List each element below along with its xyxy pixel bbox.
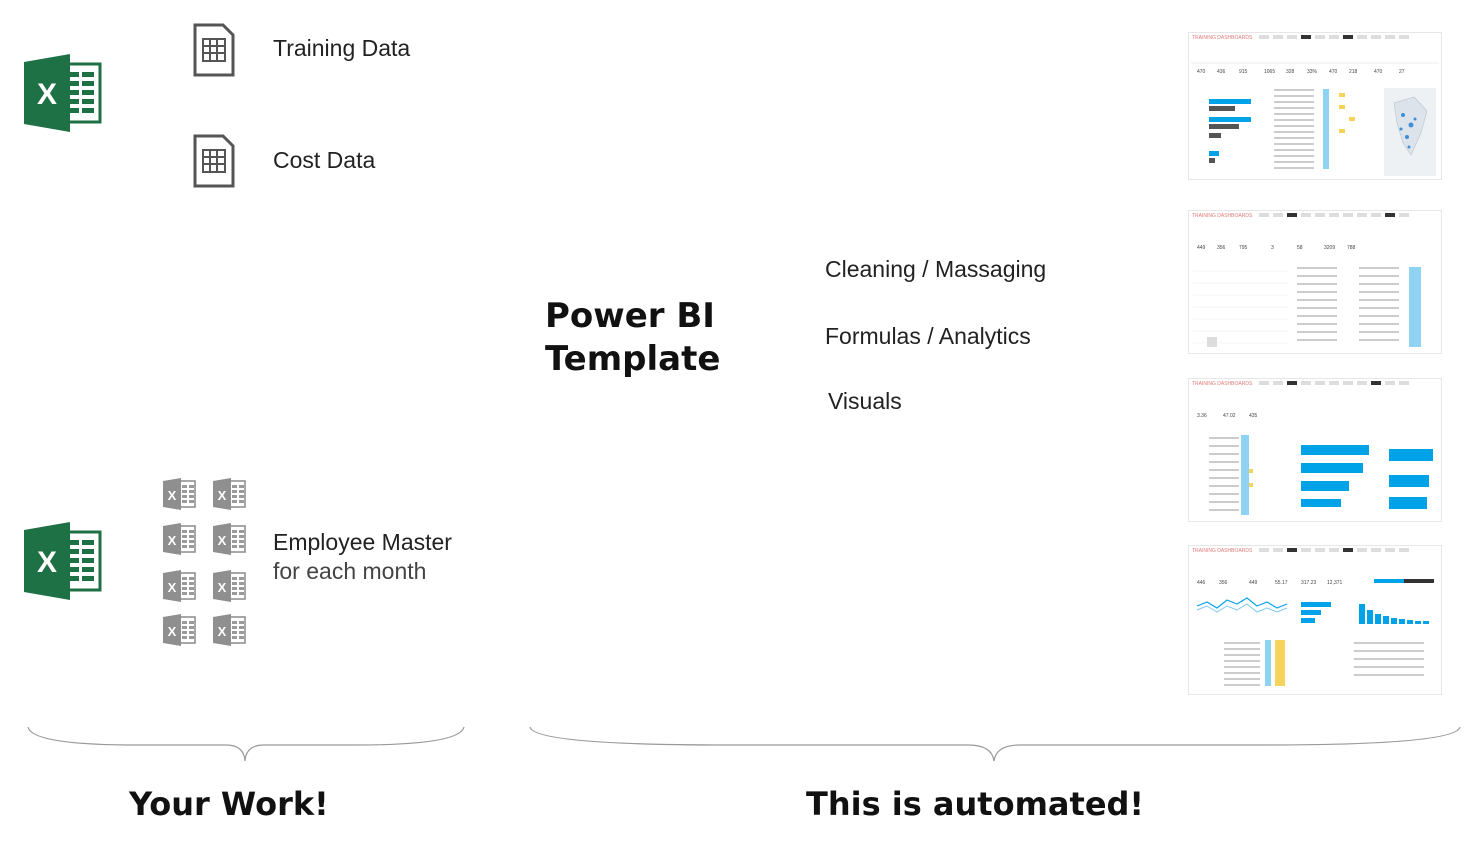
dashboard-title: TRAINING DASHBOARDS <box>1192 35 1253 41</box>
step-formulas: Formulas / Analytics <box>825 323 1031 349</box>
svg-text:328: 328 <box>1286 69 1295 75</box>
template-title-line2: Template <box>545 339 721 379</box>
svg-text:X: X <box>37 546 57 579</box>
step-visuals: Visuals <box>828 388 902 414</box>
spreadsheet-doc-icon <box>193 134 235 188</box>
svg-text:435: 435 <box>1249 413 1258 419</box>
employee-master-sublabel: for each month <box>273 558 427 584</box>
svg-text:X: X <box>37 78 57 111</box>
svg-text:33%: 33% <box>1307 69 1318 75</box>
dashboard-thumbnail-4: TRAINING DASHBOARDS 446 356 449 55.17 317.23… <box>1188 545 1442 695</box>
left-brace <box>27 726 465 762</box>
excel-icon: X <box>24 522 102 600</box>
dashboard-thumbnail-3: TRAINING DASHBOARDS 3.36 47.02 435 <box>1188 378 1442 522</box>
svg-text:27: 27 <box>1399 69 1405 75</box>
svg-text:218: 218 <box>1349 69 1358 75</box>
footer-your-work: Your Work! <box>129 785 329 823</box>
svg-text:356: 356 <box>1219 580 1228 586</box>
svg-text:55.17: 55.17 <box>1275 580 1288 586</box>
source-label-training: Training Data <box>273 35 411 61</box>
svg-text:788: 788 <box>1347 245 1356 251</box>
svg-text:470: 470 <box>1197 69 1206 75</box>
svg-text:317.23: 317.23 <box>1301 580 1317 586</box>
dashboard-title: TRAINING DASHBOARDS <box>1192 548 1253 554</box>
svg-text:795: 795 <box>1239 245 1248 251</box>
svg-text:356: 356 <box>1217 245 1226 251</box>
template-title-line1: Power BI <box>545 296 715 336</box>
svg-text:47.02: 47.02 <box>1223 413 1236 419</box>
employee-file-grid: X <box>162 477 249 648</box>
footer-automated: This is automated! <box>806 785 1145 823</box>
dashboard-title: TRAINING DASHBOARDS <box>1192 381 1253 387</box>
dashboard-thumbnail-1: TRAINING DASHBOARDS 470 436 915 1065 328 33% 4… <box>1188 32 1442 180</box>
svg-text:449: 449 <box>1197 245 1206 251</box>
svg-text:915: 915 <box>1239 69 1248 75</box>
svg-text:446: 446 <box>1197 580 1206 586</box>
svg-text:12,371: 12,371 <box>1327 580 1343 586</box>
svg-text:449: 449 <box>1249 580 1258 586</box>
excel-icon: X <box>24 54 102 132</box>
svg-text:436: 436 <box>1217 69 1226 75</box>
step-cleaning: Cleaning / Massaging <box>825 256 1047 282</box>
svg-text:3.36: 3.36 <box>1197 413 1207 419</box>
source-label-cost: Cost Data <box>273 147 376 173</box>
employee-master-label: Employee Master <box>273 529 452 555</box>
dashboard-title: TRAINING DASHBOARDS <box>1192 213 1253 219</box>
svg-text:3: 3 <box>1271 245 1274 251</box>
right-brace <box>529 726 1461 762</box>
svg-text:3209: 3209 <box>1324 245 1335 251</box>
dashboard-thumbnail-2: TRAINING DASHBOARDS 449 356 795 3 58 3209 788 <box>1188 210 1442 354</box>
svg-text:1065: 1065 <box>1264 69 1275 75</box>
svg-text:470: 470 <box>1329 69 1338 75</box>
spreadsheet-doc-icon <box>193 23 235 77</box>
svg-text:470: 470 <box>1374 69 1383 75</box>
svg-text:58: 58 <box>1297 245 1303 251</box>
